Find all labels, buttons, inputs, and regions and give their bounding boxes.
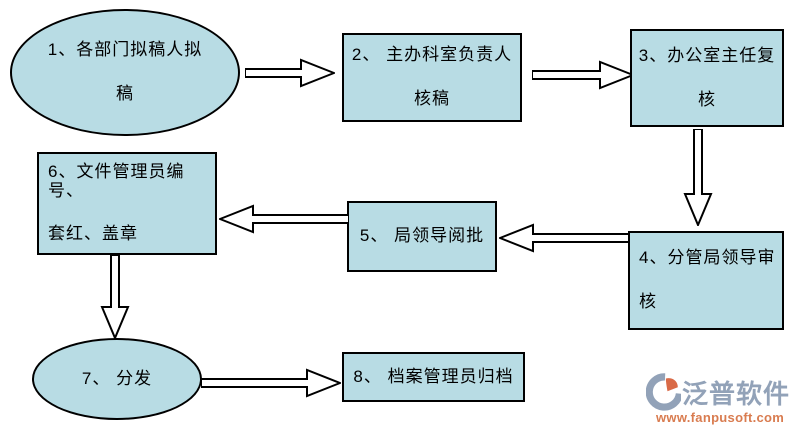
arrow-down-3-to-4-icon — [683, 129, 713, 226]
arrow-down-6-to-7-icon — [100, 255, 130, 339]
node-label: 5、 局领导阅批 — [359, 226, 485, 246]
node-7-distribution: 7、 分发 — [32, 338, 202, 420]
node-1-drafting: 1、各部门拟稿人拟 稿 — [10, 9, 240, 136]
node-label: 3、办公室主任复 — [638, 45, 776, 65]
watermark-url-text: www.fanpusoft.com — [656, 410, 785, 425]
arrow-right-1-to-2-icon — [245, 58, 335, 88]
watermark: 泛普软件 www.fanpusoft.com — [646, 372, 790, 425]
node-4-bureau-leader-review: 4、分管局领导审 核 — [628, 231, 784, 330]
node-label: 8、 档案管理员归档 — [353, 366, 514, 386]
node-label: 核稿 — [414, 89, 450, 108]
watermark-brand-text: 泛普软件 — [681, 378, 790, 409]
node-label: 核 — [639, 292, 657, 311]
node-6-doc-admin-numbering: 6、文件管理员编号、 套红、盖章 — [37, 152, 217, 255]
fanpu-logo-icon — [646, 373, 681, 411]
node-label: 2、 主办科室负责人 — [351, 45, 513, 65]
node-label: 1、各部门拟稿人拟 — [47, 40, 203, 60]
arrow-right-7-to-8-icon — [201, 368, 341, 398]
node-5-leader-approval: 5、 局领导阅批 — [347, 201, 497, 272]
node-label: 核 — [698, 89, 716, 109]
node-3-office-director-recheck: 3、办公室主任复 核 — [630, 29, 784, 127]
node-label: 4、分管局领导审 — [639, 248, 776, 268]
node-label: 套红、盖章 — [48, 224, 138, 244]
node-label: 6、文件管理员编号、 — [48, 161, 185, 200]
arrow-left-4-to-5-icon — [499, 223, 629, 253]
node-2-section-head-review: 2、 主办科室负责人 核稿 — [342, 33, 522, 122]
node-8-archiving: 8、 档案管理员归档 — [342, 352, 525, 402]
arrow-right-2-to-3-icon — [532, 60, 634, 90]
arrow-left-5-to-6-icon — [219, 204, 349, 234]
node-label: 7、 分发 — [81, 368, 153, 388]
node-label: 稿 — [116, 84, 134, 103]
